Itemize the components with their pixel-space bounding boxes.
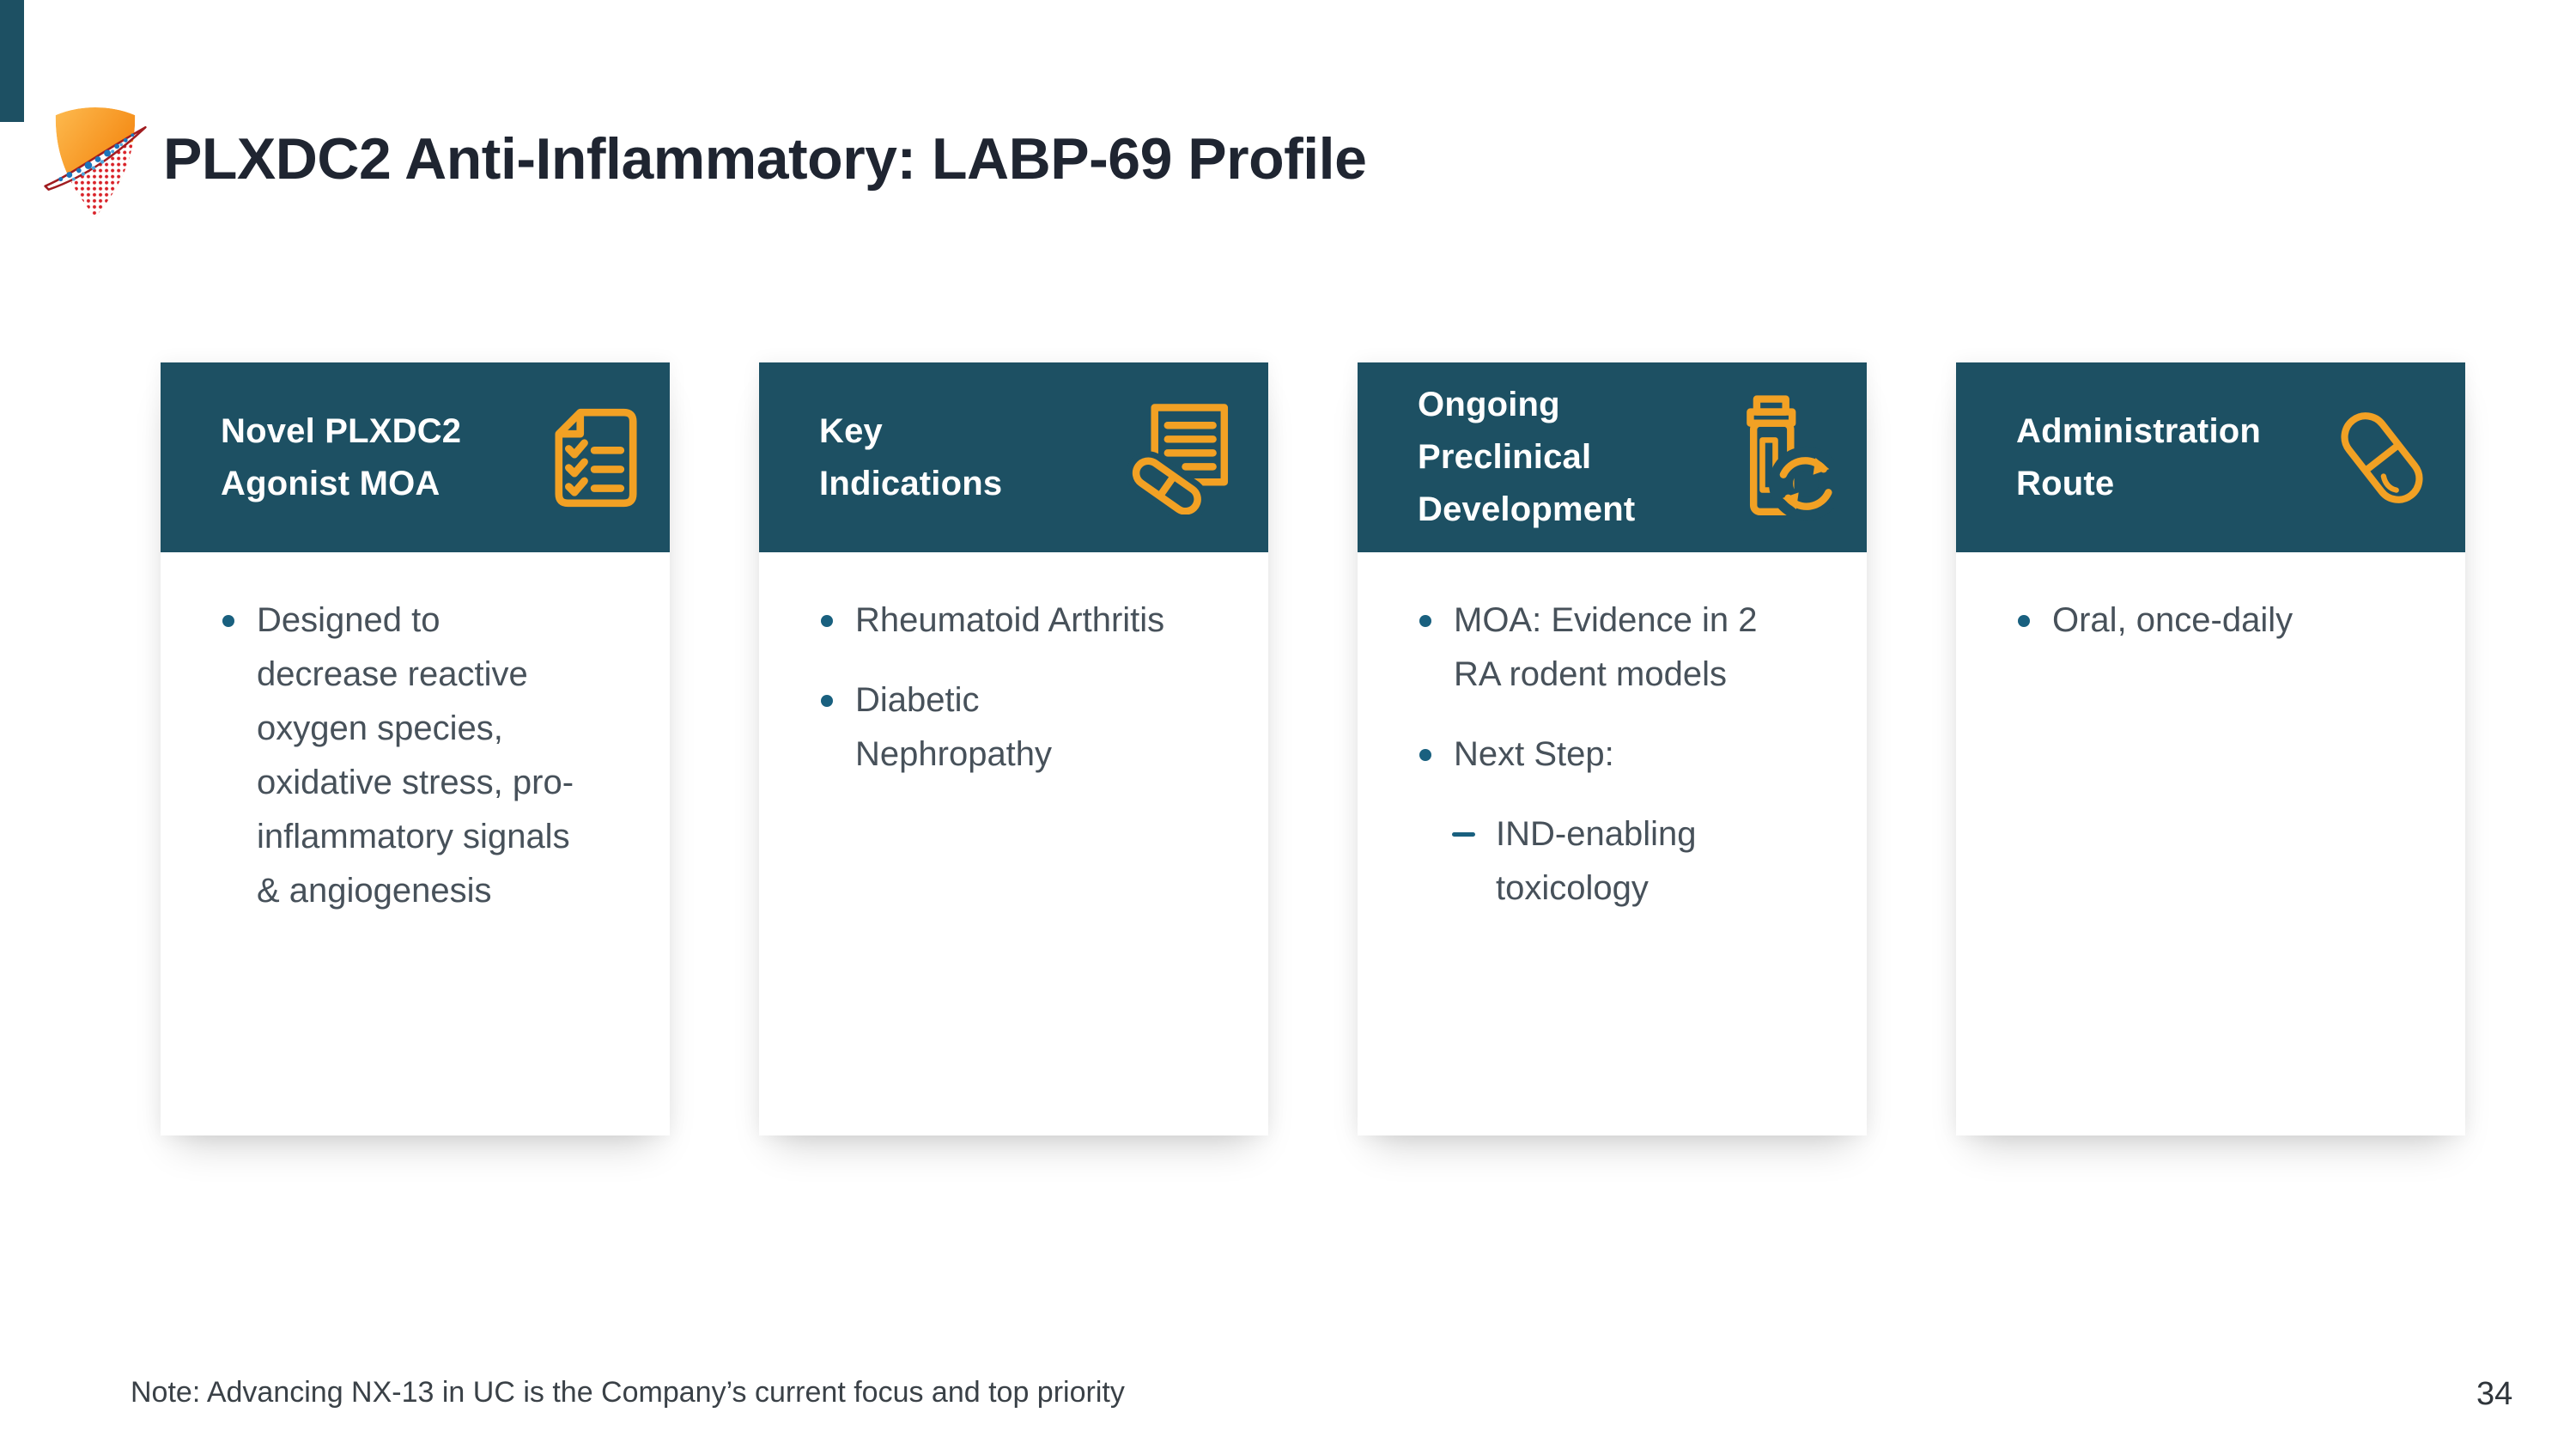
list-subitem: IND-enabling toxicology — [1452, 807, 1819, 916]
footnote: Note: Advancing NX-13 in UC is the Compa… — [131, 1376, 1125, 1409]
checklist-document-icon — [555, 408, 637, 507]
card-title: Ongoing Preclinical Development — [1418, 386, 1636, 528]
page-title: PLXDC2 Anti-Inflammatory: LABP-69 Profil… — [163, 126, 1367, 192]
list-item-text: MOA: Evidence in 2 RA rodent models — [1454, 601, 1758, 693]
left-accent-bar — [0, 0, 24, 122]
bullet-dot-marker — [1419, 615, 1431, 627]
list-item: Oral, once-daily — [2018, 594, 2417, 648]
bullet-dot-marker — [2018, 615, 2030, 627]
capsule-icon — [2341, 411, 2423, 503]
card-header: Key Indications — [759, 362, 1268, 552]
list-item: MOA: Evidence in 2 RA rodent models — [1419, 594, 1819, 702]
card-title: Administration Route — [2016, 411, 2262, 502]
bullet-dot-marker — [222, 615, 234, 627]
list-item-text: Designed to decrease reactive oxygen spe… — [257, 601, 574, 910]
list-item: Diabetic Nephropathy — [821, 673, 1220, 782]
page-number: 34 — [2476, 1376, 2513, 1412]
list-item: Designed to decrease reactive oxygen spe… — [222, 594, 622, 918]
dash-marker — [1452, 832, 1475, 837]
list-item-text: Rheumatoid Arthritis — [855, 601, 1165, 639]
list-item: Next Step: — [1419, 728, 1819, 782]
card-title: Key Indications — [819, 411, 1003, 502]
list-item-text: IND-enabling toxicology — [1496, 815, 1697, 907]
card-body: Oral, once-daily — [1956, 552, 2465, 648]
card-ongoing-preclinical-development: Ongoing Preclinical Development — [1358, 362, 1867, 1135]
company-shield-logo-icon — [44, 107, 147, 217]
list-item-text: Oral, once-daily — [2052, 601, 2293, 639]
card-administration-route: Administration Route Oral, once-daily — [1956, 362, 2465, 1135]
card-body: Designed to decrease reactive oxygen spe… — [161, 552, 670, 918]
list-item: Rheumatoid Arthritis — [821, 594, 1220, 648]
card-novel-plxdc2-agonist-moa: Novel PLXDC2 Agonist MOA Designed to dec… — [161, 362, 670, 1135]
bullet-dot-marker — [821, 615, 833, 627]
document-pill-icon — [1126, 403, 1229, 514]
card-title: Novel PLXDC2 Agonist MOA — [221, 411, 462, 502]
card-header: Administration Route — [1956, 362, 2465, 552]
card-body: MOA: Evidence in 2 RA rodent models Next… — [1358, 552, 1867, 916]
card-body: Rheumatoid Arthritis Diabetic Nephropath… — [759, 552, 1268, 782]
list-item-text: Next Step: — [1454, 735, 1614, 773]
card-key-indications: Key Indications Rheumatoid A — [759, 362, 1268, 1135]
card-header: Novel PLXDC2 Agonist MOA — [161, 362, 670, 552]
bullet-dot-marker — [1419, 749, 1431, 761]
pill-bottle-refresh-icon — [1747, 394, 1834, 521]
bullet-dot-marker — [821, 695, 833, 707]
list-item-text: Diabetic Nephropathy — [855, 681, 1053, 773]
card-header: Ongoing Preclinical Development — [1358, 362, 1867, 552]
